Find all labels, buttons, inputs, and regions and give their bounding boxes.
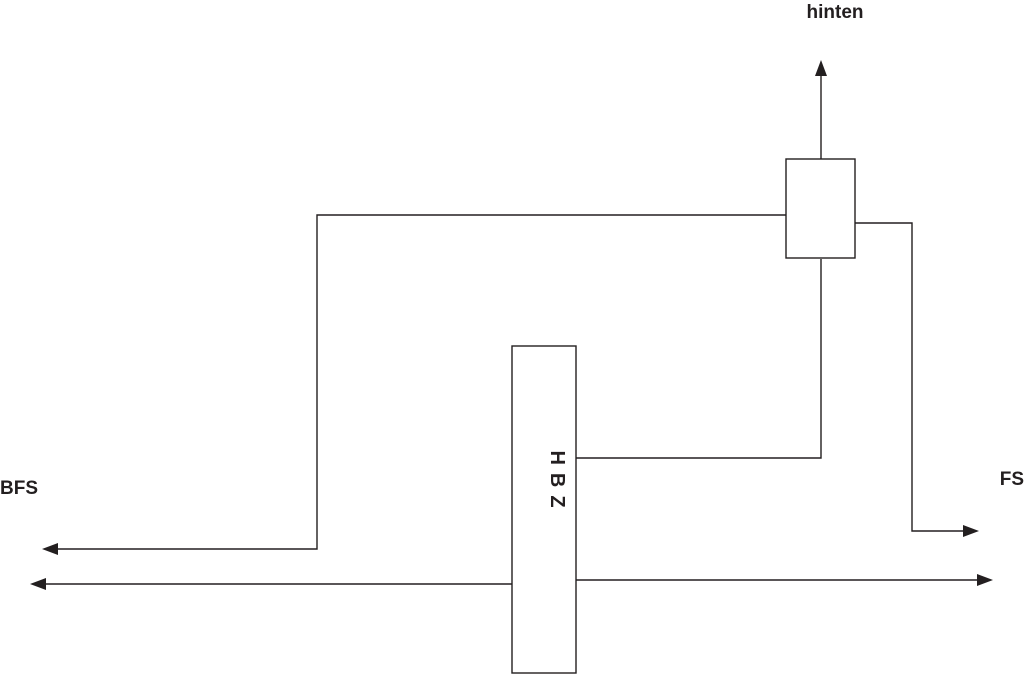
label-hinten: hinten: [807, 2, 864, 23]
arrow-bottom-right: [977, 574, 993, 586]
upper-box: [785, 158, 856, 259]
arrow-hinten: [815, 60, 827, 76]
label-hbz: HBZ: [546, 450, 568, 515]
arrow-bfs-lower: [30, 578, 46, 590]
line-to-fs: [855, 222, 966, 532]
label-fs: FS: [1000, 469, 1024, 490]
label-bfs: BFS: [0, 478, 38, 499]
arrow-bfs-upper: [42, 543, 58, 555]
arrow-fs: [963, 525, 979, 537]
line-hbz-to-upper-box: [576, 259, 822, 459]
hbz-box: [511, 345, 577, 674]
line-to-bfs-upper: [56, 214, 786, 550]
